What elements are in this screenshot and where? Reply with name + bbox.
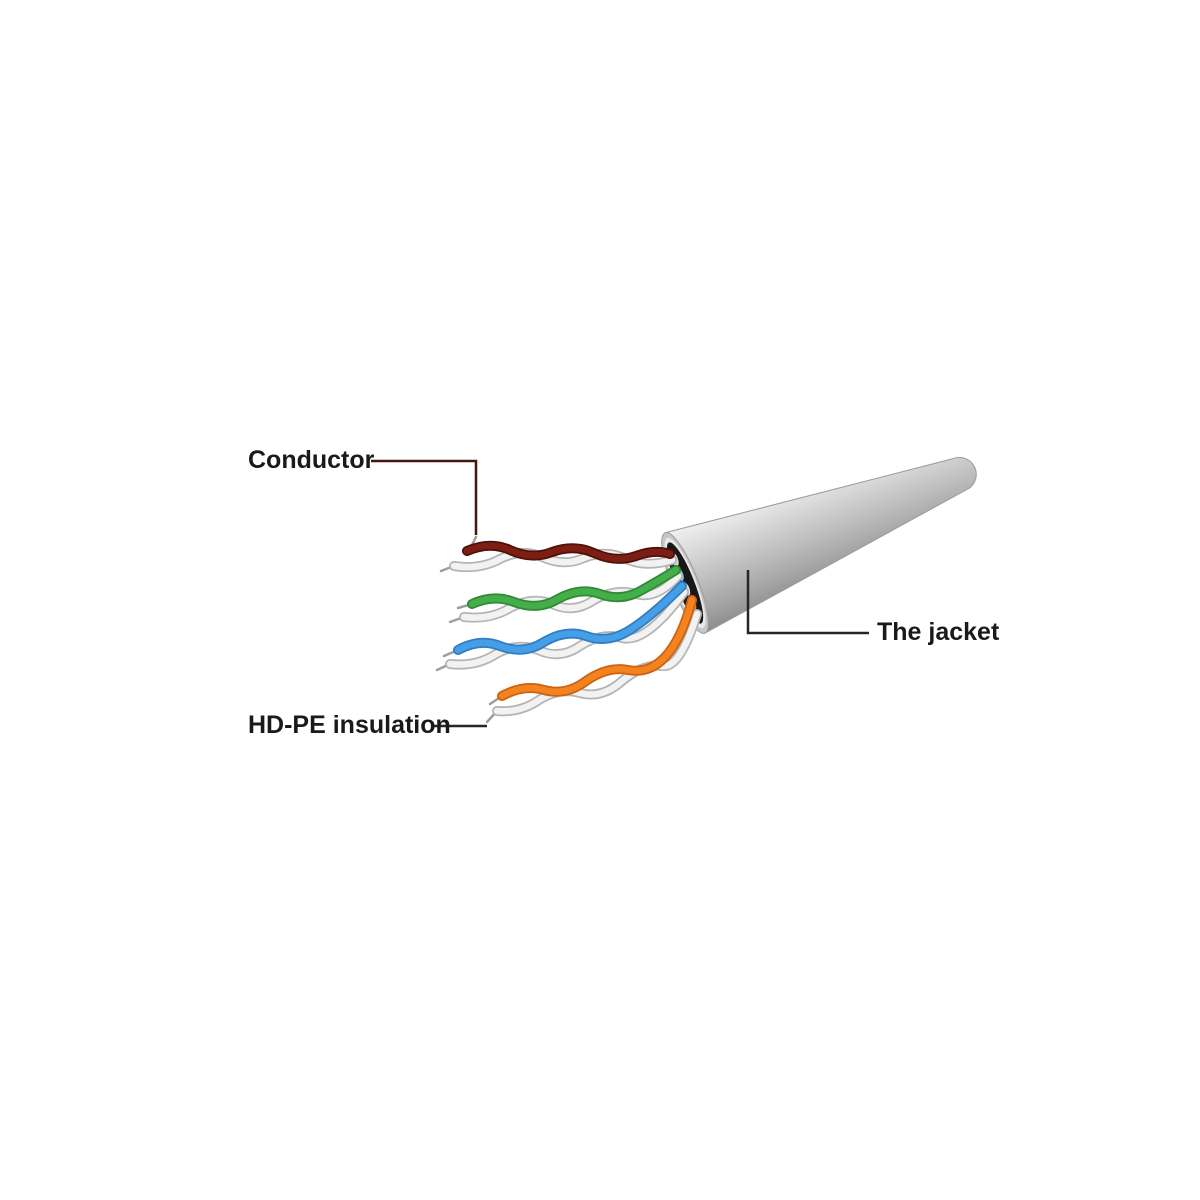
twisted-pair-green (448, 565, 683, 624)
wire-brown (463, 542, 674, 563)
twisted-pair-orange (485, 595, 702, 724)
label-insulation: HD-PE insulation (248, 711, 451, 739)
wire-white (493, 610, 701, 715)
twisted-pair-blue (435, 581, 689, 672)
leader-line-conductor (371, 459, 478, 535)
wire-blue (454, 582, 686, 654)
jacket-body (664, 456, 977, 634)
wire-green (468, 566, 680, 610)
label-jacket: The jacket (877, 618, 1000, 646)
leader-lines (371, 459, 869, 728)
label-conductor: Conductor (248, 446, 375, 474)
cable-jacket (661, 456, 977, 634)
wire-white (446, 588, 688, 668)
leader-line-jacket (746, 570, 869, 635)
wire-orange (498, 596, 696, 700)
twisted-pair-brown (439, 535, 677, 573)
